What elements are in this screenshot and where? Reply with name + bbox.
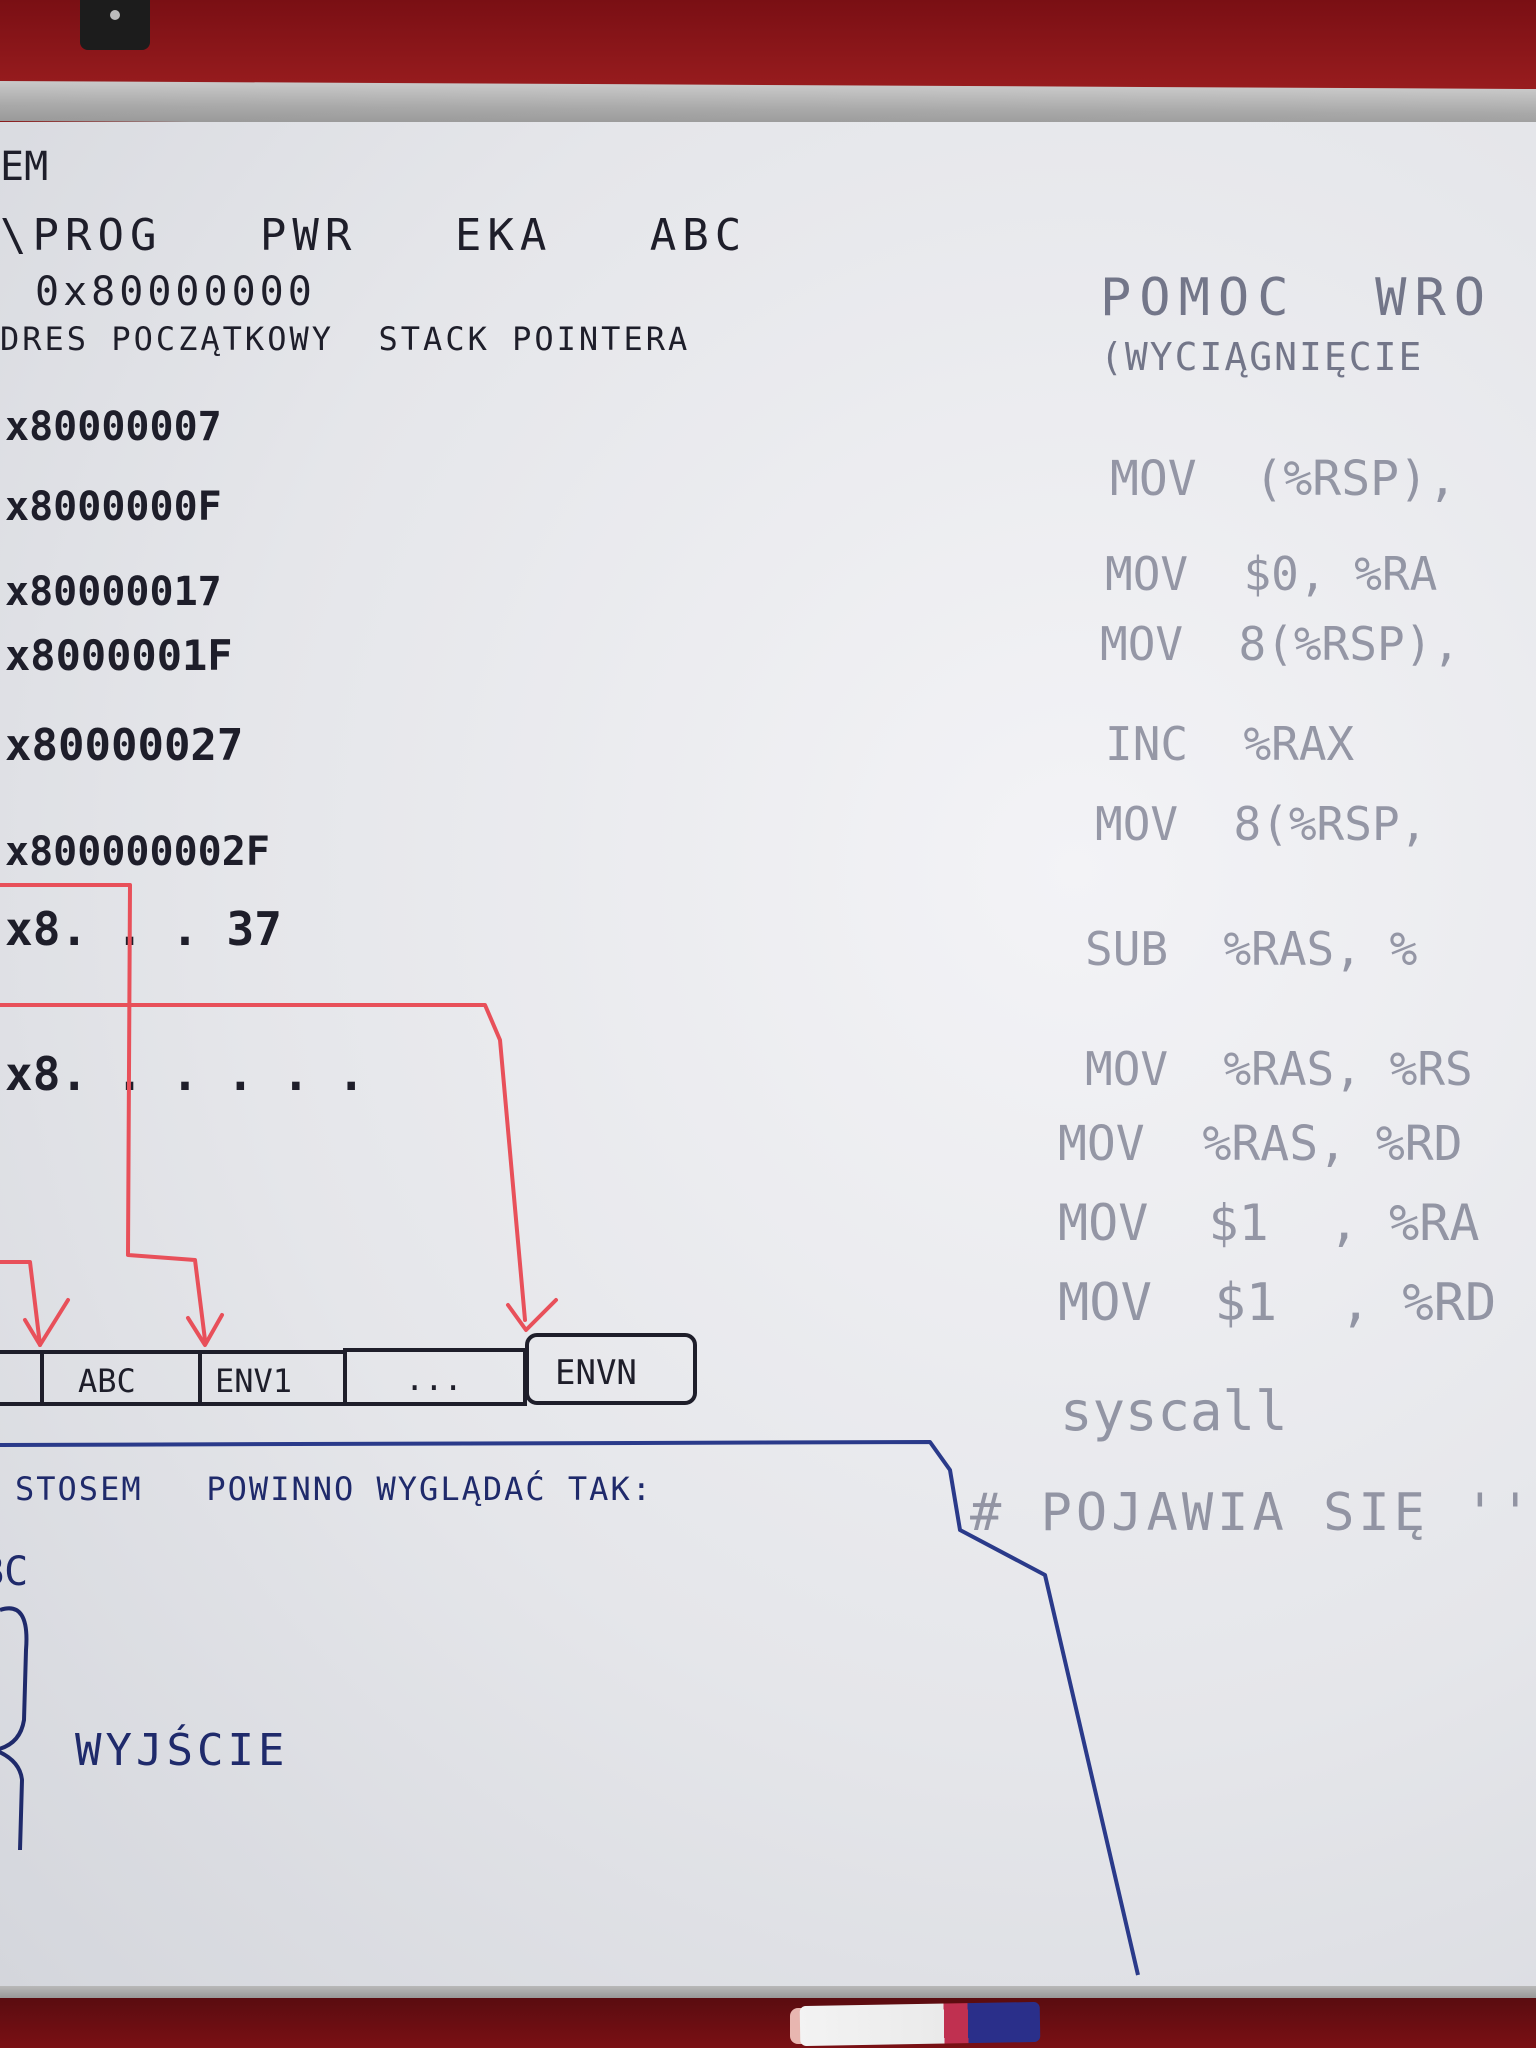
stack-cell-env1: ENV1 [215,1362,292,1400]
address-row: x8000000F [5,484,222,530]
asm-line: MOV $1 , %RD [1058,1273,1496,1333]
stack-pointer-label: DRES POCZĄTKOWY STACK POINTERA [0,320,690,358]
red-wall-bottom [0,1998,1536,2048]
address-row: x80000017 [5,569,222,615]
address-row: x8. . . . . . [5,1047,365,1101]
asm-line: MOV (%RSP), [1110,451,1457,507]
whiteboard-surface [0,122,1536,1992]
red-pointer-arrows [0,883,558,1347]
address-row: x800000002F [5,829,270,875]
prog-line: \PROG PWR EKA ABC [0,210,747,261]
asm-line: INC %RAX [1105,717,1355,771]
blue-note-bc: BC [0,1549,28,1595]
curly-brace [0,1606,29,1851]
blue-note-title: STOSEM POWINNO WYGLĄDAĆ TAK: [15,1469,653,1508]
asm-syscall: syscall [1060,1380,1288,1443]
address-row: x8. . . 37 [5,902,282,956]
address-row: x80000007 [5,404,222,450]
stack-cell-envn: ENVN [555,1353,637,1393]
asm-line: MOV $0, %RA [1105,547,1437,601]
blue-note-border [0,1440,1140,1976]
hash-note: # POJAWIA SIĘ '' [970,1483,1535,1543]
asm-line: MOV %RAS, %RD [1058,1116,1463,1172]
address-row: x8000001F [5,631,233,680]
arrow-to-env1 [0,883,207,1342]
header-partial: EM [0,144,48,190]
asm-line: SUB %RAS, % [1085,922,1417,976]
arrow-to-left-cell [0,1260,42,1347]
wall-socket [80,0,150,50]
address-row: x80000027 [5,720,243,771]
help-subtitle: (WYCIĄGNIĘCIE [1100,335,1423,379]
asm-line: MOV 8(%RSP), [1100,617,1460,671]
asm-line: MOV $1 , %RA [1058,1194,1479,1252]
stack-cell-abc: ABC [78,1362,136,1400]
asm-line: MOV %RAS, %RS [1085,1042,1473,1096]
asm-line: MOV 8(%RSP, [1095,797,1427,851]
red-wall-top [0,0,1536,95]
help-title: POMOC WRO [1100,268,1493,328]
stack-cells [0,1333,697,1406]
arrow-to-envn [0,1003,527,1322]
address-base: 0x80000000 [35,269,316,315]
blue-note-output: WYJŚCIE [75,1723,288,1776]
stack-cell-ellipsis: ... [405,1360,463,1398]
